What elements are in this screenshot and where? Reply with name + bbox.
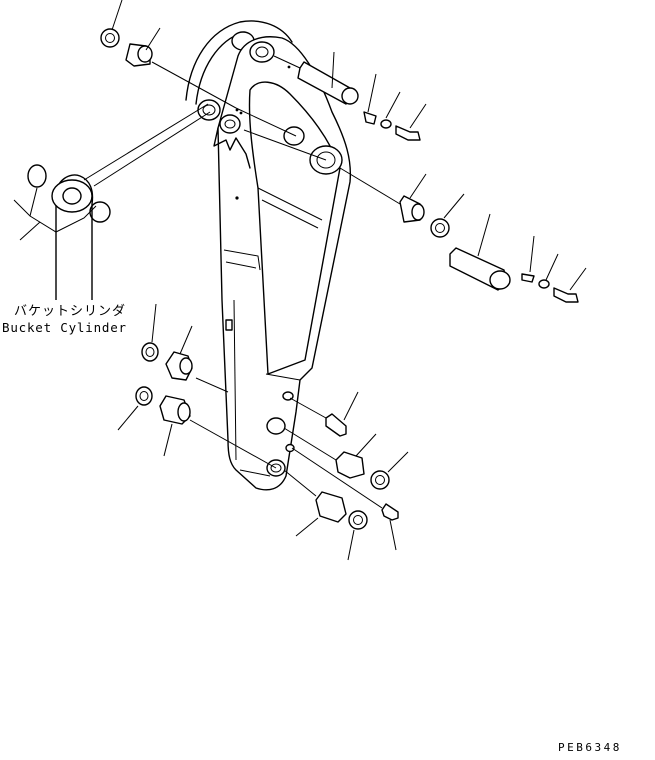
top-left-bushings: [100, 28, 153, 67]
lower-right-parts: [315, 413, 399, 530]
bucket-cylinder: [27, 164, 111, 300]
leader-lines: [13, 0, 587, 561]
figure-code: PEB6348: [558, 741, 622, 754]
bucket-cylinder-label-en: Bucket Cylinder: [2, 320, 127, 335]
bucket-cylinder-label-jp: バケットシリンダ: [14, 304, 127, 319]
assembly-center-lines: [83, 55, 401, 509]
middle-pin-assembly: [399, 195, 579, 303]
lower-left-bushings: [135, 342, 193, 425]
upper-pin-assembly: [297, 61, 421, 141]
